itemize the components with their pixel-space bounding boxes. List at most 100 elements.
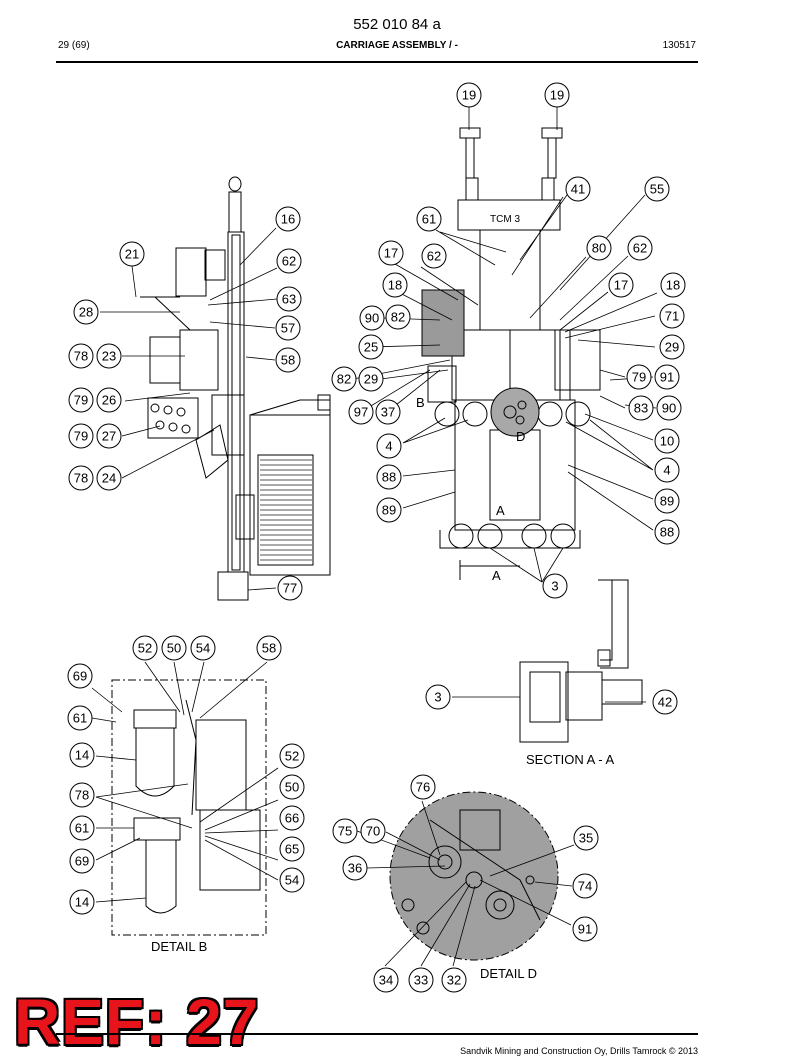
callout-balloon-77: 77 <box>277 575 303 601</box>
page-indicator: 29 (69) <box>58 40 90 51</box>
svg-text:29: 29 <box>364 372 378 387</box>
callout-balloon-14: 14 <box>69 889 95 915</box>
svg-text:21: 21 <box>125 247 139 262</box>
callout-balloon-61: 61 <box>416 206 442 232</box>
detail-b-view <box>111 679 267 936</box>
callout-balloon-62: 62 <box>421 243 447 269</box>
callout-balloon-70: 70 <box>360 818 386 844</box>
svg-text:61: 61 <box>73 711 87 726</box>
svg-text:3: 3 <box>551 579 558 594</box>
callout-balloon-55: 55 <box>644 176 670 202</box>
callout-balloon-10: 10 <box>654 428 680 454</box>
callout-balloon-18: 18 <box>660 272 686 298</box>
svg-text:14: 14 <box>75 895 89 910</box>
callout-balloon-69: 69 <box>67 663 93 689</box>
svg-text:63: 63 <box>282 292 296 307</box>
callout-balloon-3: 3 <box>542 573 568 599</box>
svg-text:19: 19 <box>462 88 476 103</box>
svg-text:79: 79 <box>74 393 88 408</box>
ref-stamp: REF: 27 <box>14 986 260 1058</box>
callout-balloon-50: 50 <box>279 774 305 800</box>
callout-balloon-34: 34 <box>373 967 399 993</box>
svg-text:62: 62 <box>427 249 441 264</box>
revision-date: 130517 <box>662 40 696 51</box>
svg-text:32: 32 <box>447 973 461 988</box>
svg-text:23: 23 <box>102 349 116 364</box>
callout-balloon-91: 91 <box>654 364 680 390</box>
svg-text:54: 54 <box>196 641 210 656</box>
callout-balloon-83: 83 <box>628 395 654 421</box>
callout-balloon-4: 4 <box>376 433 402 459</box>
svg-text:52: 52 <box>138 641 152 656</box>
callout-balloon-3: 3 <box>425 684 451 710</box>
callout-balloon-78: 78 <box>69 782 95 808</box>
svg-text:75: 75 <box>338 824 352 839</box>
callout-balloon-52: 52 <box>279 743 305 769</box>
svg-text:79: 79 <box>632 370 646 385</box>
callout-balloon-18: 18 <box>382 272 408 298</box>
detail-d-view <box>389 791 559 961</box>
side-view <box>140 176 331 601</box>
callout-balloon-25: 25 <box>358 334 384 360</box>
callout-balloon-54: 54 <box>279 867 305 893</box>
callout-balloon-52: 52 <box>132 635 158 661</box>
callout-balloon-82: 82 <box>331 366 357 392</box>
svg-text:70: 70 <box>366 824 380 839</box>
callout-balloon-61: 61 <box>67 705 93 731</box>
callout-balloon-58: 58 <box>275 347 301 373</box>
tcm-label: TCM 3 <box>490 214 520 225</box>
svg-text:54: 54 <box>285 873 299 888</box>
callout-balloon-17: 17 <box>608 272 634 298</box>
svg-text:91: 91 <box>660 370 674 385</box>
svg-text:79: 79 <box>74 429 88 444</box>
svg-text:26: 26 <box>102 393 116 408</box>
svg-text:50: 50 <box>167 641 181 656</box>
callout-balloon-26: 26 <box>96 387 122 413</box>
callout-balloon-76: 76 <box>410 774 436 800</box>
svg-text:89: 89 <box>660 494 674 509</box>
svg-text:62: 62 <box>282 254 296 269</box>
svg-text:62: 62 <box>633 241 647 256</box>
svg-text:69: 69 <box>73 669 87 684</box>
callout-balloon-14: 14 <box>69 742 95 768</box>
svg-text:78: 78 <box>74 349 88 364</box>
svg-text:42: 42 <box>658 695 672 710</box>
callout-balloon-80: 80 <box>586 235 612 261</box>
svg-text:50: 50 <box>285 780 299 795</box>
svg-text:66: 66 <box>285 811 299 826</box>
callout-balloon-79: 79 <box>68 423 94 449</box>
callout-balloon-66: 66 <box>279 805 305 831</box>
callout-balloon-69: 69 <box>69 848 95 874</box>
callout-balloon-24: 24 <box>96 465 122 491</box>
svg-text:91: 91 <box>578 922 592 937</box>
svg-text:29: 29 <box>665 340 679 355</box>
detail-d-label: DETAIL D <box>480 966 537 981</box>
svg-text:80: 80 <box>592 241 606 256</box>
callout-balloon-62: 62 <box>276 248 302 274</box>
svg-text:71: 71 <box>665 309 679 324</box>
callout-balloon-29: 29 <box>358 366 384 392</box>
header-divider <box>56 61 698 63</box>
svg-text:37: 37 <box>381 405 395 420</box>
svg-text:19: 19 <box>550 88 564 103</box>
callout-balloon-50: 50 <box>161 635 187 661</box>
leader-lines <box>91 106 658 967</box>
callout-balloon-23: 23 <box>96 343 122 369</box>
callout-balloon-88: 88 <box>654 519 680 545</box>
svg-text:34: 34 <box>379 973 393 988</box>
svg-text:10: 10 <box>660 434 674 449</box>
svg-text:33: 33 <box>414 973 428 988</box>
callout-balloon-19: 19 <box>456 82 482 108</box>
footer-divider <box>56 1033 698 1035</box>
callout-balloon-27: 27 <box>96 423 122 449</box>
footer-copyright: Sandvik Mining and Construction Oy, Dril… <box>460 1046 698 1056</box>
callout-balloon-19: 19 <box>544 82 570 108</box>
callout-balloon-75: 75 <box>332 818 358 844</box>
svg-text:90: 90 <box>365 311 379 326</box>
svg-text:24: 24 <box>102 471 116 486</box>
svg-text:76: 76 <box>416 780 430 795</box>
callout-balloon-90: 90 <box>656 395 682 421</box>
svg-text:58: 58 <box>281 353 295 368</box>
callout-balloon-78: 78 <box>68 343 94 369</box>
